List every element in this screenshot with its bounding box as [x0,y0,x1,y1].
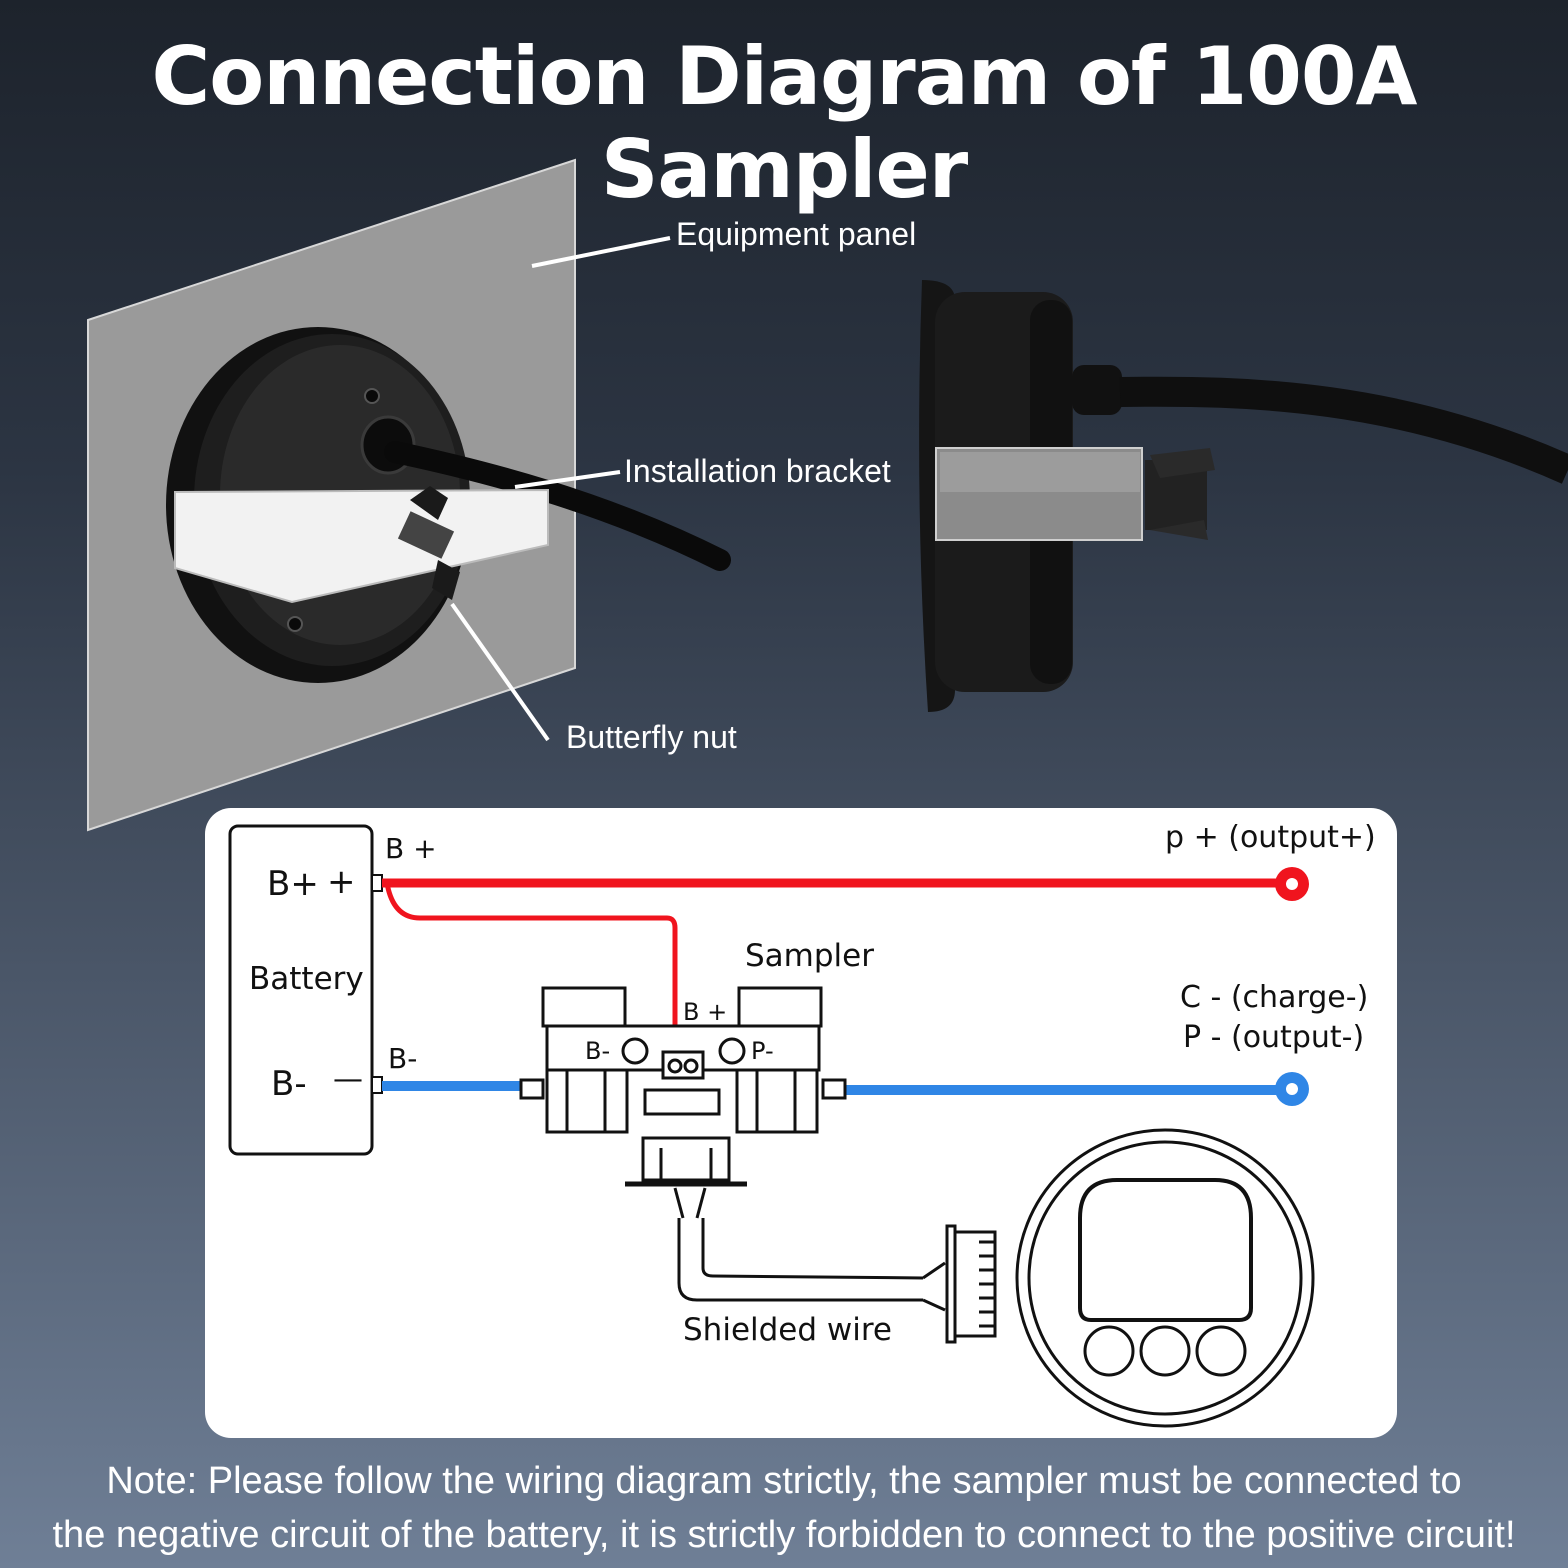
battery-neg-sign: — [333,1062,363,1097]
sampler-shunt [519,986,847,1187]
note-line-2: the negative circuit of the battery, it … [52,1514,1516,1556]
output-pos-label: p + (output+) [1165,820,1376,855]
meter-front-view [166,327,731,683]
battery-pos-terminal [371,874,383,892]
leader-equipment-panel [531,236,671,268]
battery-pos-sign: + [327,862,356,902]
display-meter [1015,1128,1315,1428]
meter-side-view [919,280,1568,712]
battery-neg-label: B- [271,1064,307,1104]
battery-neg-terminal [371,1076,383,1094]
wiring-diagram-svg [228,824,1315,1428]
negative-wire [382,1072,1309,1106]
battery-pos-label: B+ [267,864,319,904]
sampler-label: Sampler [745,938,874,974]
page-title: Connection Diagram of 100A Sampler [151,30,1418,216]
shielded-wire-label: Shielded wire [683,1312,893,1348]
terminal-bminus-label: B- [388,1042,418,1075]
battery-label: Battery [249,961,364,997]
leader-butterfly-nut [450,602,550,742]
battery-box [228,824,374,1156]
sampler-bplus-label: B + [683,998,728,1026]
terminal-bplus-label: B + [385,832,437,865]
callout-equipment-panel: Equipment panel [676,216,917,252]
output-neg-label: P - (output-) [1183,1020,1365,1055]
leader-installation-bracket [514,470,621,489]
callout-butterfly-nut: Butterfly nut [566,719,737,755]
charge-neg-label: C - (charge-) [1180,980,1369,1015]
installation-illustration [87,158,1568,832]
butterfly-nut-front [397,486,460,600]
callout-installation-bracket: Installation bracket [624,453,891,489]
sampler-pminus-label: P- [751,1037,774,1065]
sampler-bminus-label: B- [585,1037,611,1065]
note-line-1: Note: Please follow the wiring diagram s… [106,1460,1462,1502]
shielded-wire-cable [673,1187,997,1344]
wiring-diagram-panel: B+ + Battery B- — B + B- Sampler B + B- … [205,808,1397,1438]
